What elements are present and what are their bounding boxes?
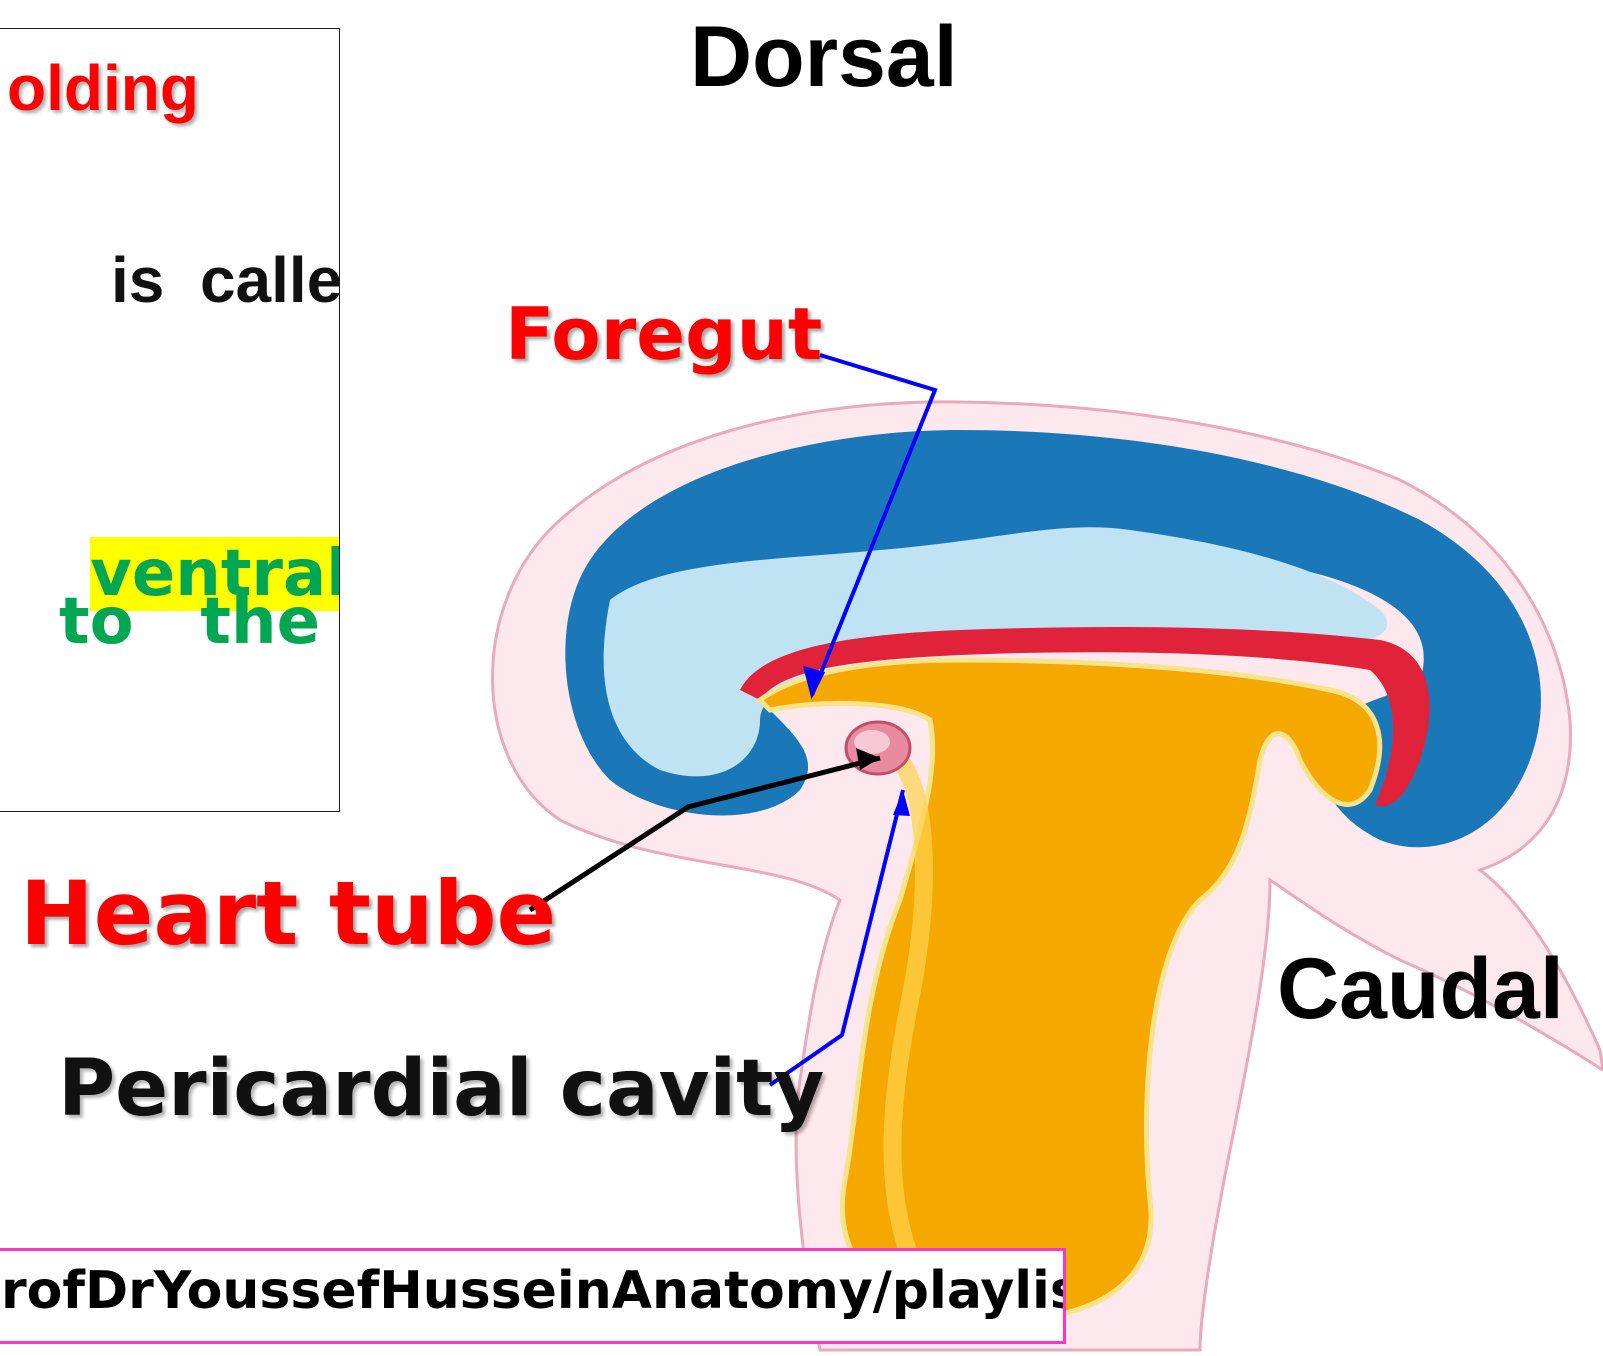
footer-link-text[interactable]: rofDrYoussefHusseinAnatomy/playlists — [1, 1261, 1066, 1321]
label-pericardial-cavity: Pericardial cavity — [58, 1044, 824, 1134]
footer-link-box[interactable]: rofDrYoussefHusseinAnatomy/playlists — [0, 1248, 1066, 1344]
label-foregut: Foregut — [505, 292, 822, 376]
label-heart-tube: Heart tube — [20, 862, 556, 965]
label-caudal: Caudal — [1277, 940, 1564, 1039]
label-dorsal: Dorsal — [690, 8, 958, 107]
